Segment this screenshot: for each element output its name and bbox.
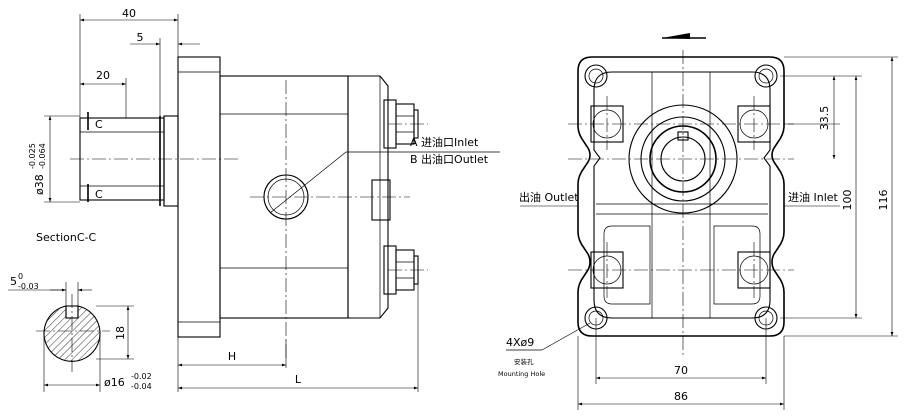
section-c-top: C (95, 118, 103, 131)
mounting-en-label: Mounting Hole (498, 370, 545, 378)
mounting-plate (577, 56, 785, 337)
dim-86: 86 (674, 390, 688, 403)
dim-70: 70 (674, 364, 688, 377)
mounting-cn-label: 安装孔 (514, 357, 534, 366)
dim-shaft-dia: ø38 (33, 174, 46, 195)
side-view: 40 5 20 ø38 -0.025 -0.064 C C H L (28, 7, 500, 392)
dim-small-tol-upper: -0.02 (131, 372, 152, 381)
dim-small-tol-lower: -0.04 (131, 382, 152, 391)
dim-20: 20 (96, 69, 110, 82)
pump-outline (593, 71, 771, 319)
dim-shaft-tol-lower: -0.064 (38, 143, 47, 169)
dim-key-tol-lower: -0.03 (18, 282, 39, 291)
dim-40: 40 (122, 7, 136, 20)
inlet-side-label: 进油 Inlet (788, 190, 839, 204)
shaft-step (163, 115, 179, 207)
section-title: SectionC-C (36, 231, 97, 244)
front-view: 出油 Outlet 进油 Inlet 33.5 100 116 70 86 4X… (498, 33, 898, 410)
mounting-flange (177, 56, 221, 338)
dim-L: L (295, 373, 302, 386)
dim-5: 5 (137, 31, 144, 44)
mounting-hole-tr (754, 64, 778, 88)
dim-H: H (228, 350, 236, 363)
section-c-bottom: C (95, 188, 103, 201)
side-boss (371, 179, 391, 221)
mounting-hole-tl (584, 64, 608, 88)
dim-small-dia: ø16 (104, 376, 125, 389)
holes-label: 4Xø9 (506, 336, 534, 349)
port-b-label: B 出油口Outlet (410, 152, 489, 166)
dim-key-width: 5 (10, 275, 17, 288)
dim-shaft-tol-upper: -0.025 (28, 143, 37, 169)
section-c-c: SectionC-C 5 0 -0.03 18 ø16 -0.02 -0.04 (8, 231, 152, 392)
outlet-side-label: 出油 Outlet (519, 190, 579, 204)
dim-18: 18 (114, 326, 127, 340)
dim-116: 116 (877, 190, 890, 211)
dim-33-5: 33.5 (818, 106, 831, 131)
port-a-label: A 进油口Inlet (410, 135, 479, 149)
dim-key-tol-upper: 0 (18, 272, 23, 281)
dim-100: 100 (841, 190, 854, 211)
